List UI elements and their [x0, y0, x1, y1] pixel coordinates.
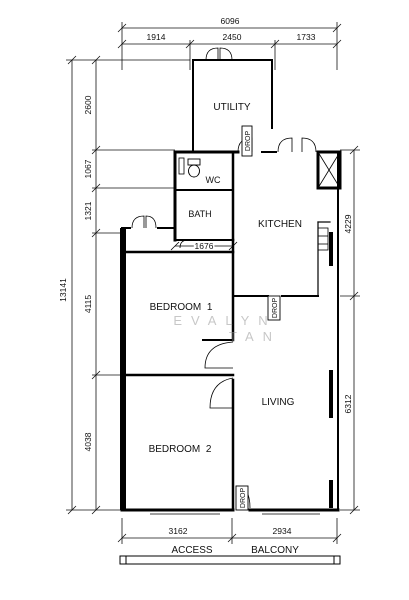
dim-top-seg-1: 1914 [147, 32, 166, 42]
doors [131, 47, 317, 509]
right-dimension [340, 145, 360, 515]
dim-left-seg-5: 4038 [83, 432, 93, 451]
label-balcony: BALCONY [251, 545, 299, 556]
dim-left-seg-1: 2600 [83, 95, 93, 114]
dim-bottom-seg-2: 2934 [273, 526, 292, 536]
sink-icon [317, 227, 329, 251]
drop-boxes [235, 125, 281, 511]
walls [120, 59, 341, 512]
watermark-line-1: EVALYN [173, 313, 276, 328]
right-window-bar-3 [329, 480, 333, 508]
toilet-icon [187, 158, 201, 178]
right-window-bar-2 [329, 370, 333, 418]
dim-bottom-seg-1: 3162 [169, 526, 188, 536]
room-utility: UTILITY [213, 102, 251, 113]
drop-label-living: DROP [240, 488, 247, 509]
room-bedroom-1: BEDROOM 1 [150, 302, 213, 313]
label-access: ACCESS [171, 545, 212, 556]
room-wc: WC [206, 175, 221, 185]
right-window-bar-1 [329, 232, 333, 266]
service-shaft [316, 150, 342, 190]
left-dimension [66, 55, 190, 515]
top-dimension [117, 22, 342, 70]
dim-top-seg-2: 2450 [223, 32, 242, 42]
dim-inner: 1676 [195, 241, 214, 251]
drop-label-kitchen: DROP [272, 298, 279, 319]
dim-left-seg-3: 1321 [83, 201, 93, 220]
inner-dimension [170, 241, 238, 251]
room-living: LIVING [262, 397, 295, 408]
room-bath: BATH [188, 209, 211, 219]
dim-left-seg-4: 4115 [83, 295, 93, 314]
access-balcony-strip [119, 555, 341, 565]
room-bedroom-2: BEDROOM 2 [149, 444, 212, 455]
dim-left-seg-2: 1067 [83, 159, 93, 178]
dim-left-total: 13141 [58, 278, 68, 302]
dim-right-seg-1: 4229 [343, 214, 353, 233]
room-kitchen: KITCHEN [258, 219, 302, 230]
basin-icon [178, 157, 185, 175]
bottom-dimension [117, 518, 342, 544]
dim-right-seg-2: 6312 [343, 394, 353, 413]
left-exterior-wall [120, 228, 126, 510]
dim-top-seg-3: 1733 [297, 32, 316, 42]
dim-top-total: 6096 [221, 16, 240, 26]
watermark-line-2: TAN [229, 329, 281, 344]
drop-label-utility: DROP [245, 131, 252, 152]
